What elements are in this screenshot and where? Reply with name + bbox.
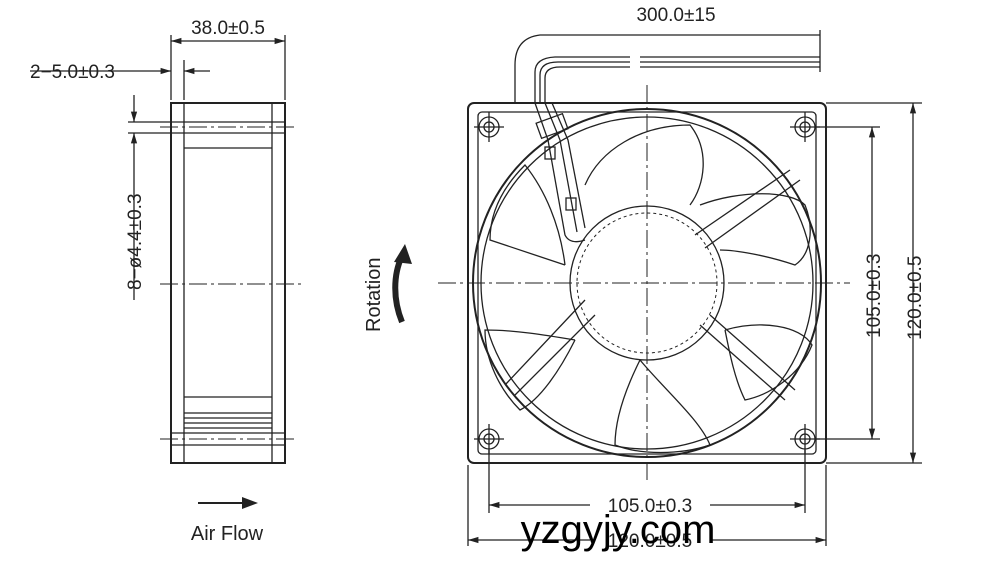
mounting-holes: [474, 112, 820, 454]
frame-width-dimension: 120.0±0.5: [608, 531, 692, 552]
rib-depth-dimension: 2−5.0±0.3: [30, 62, 115, 83]
front-view: 300.0±15 Rotation 105.0±0.3 120.0±0.5 10…: [363, 5, 926, 552]
hole-spec-dimension: 8−ø4.4±0.3: [125, 193, 146, 290]
side-view: 38.0±0.5 2−5.0±0.3 8−ø4.4±0.3 Air Flow: [30, 18, 305, 545]
rotation-label: Rotation: [363, 258, 385, 333]
lead-wires: [514, 30, 821, 243]
hole-pitch-vertical-dimension: 105.0±0.3: [864, 254, 885, 338]
thickness-dimension: 38.0±0.5: [191, 18, 265, 39]
side-frame-outline: [170, 102, 286, 464]
hole-pitch-horizontal-dimension: 105.0±0.3: [608, 496, 692, 517]
impeller-blades: [484, 124, 813, 454]
curved-arrow-up-icon: [392, 254, 405, 324]
frame-height-dimension: 120.0±0.5: [905, 256, 926, 340]
airflow-label: Air Flow: [191, 523, 264, 545]
watermark: yzgyjy.com: [521, 508, 716, 552]
lead-length-dimension: 300.0±15: [636, 5, 715, 26]
